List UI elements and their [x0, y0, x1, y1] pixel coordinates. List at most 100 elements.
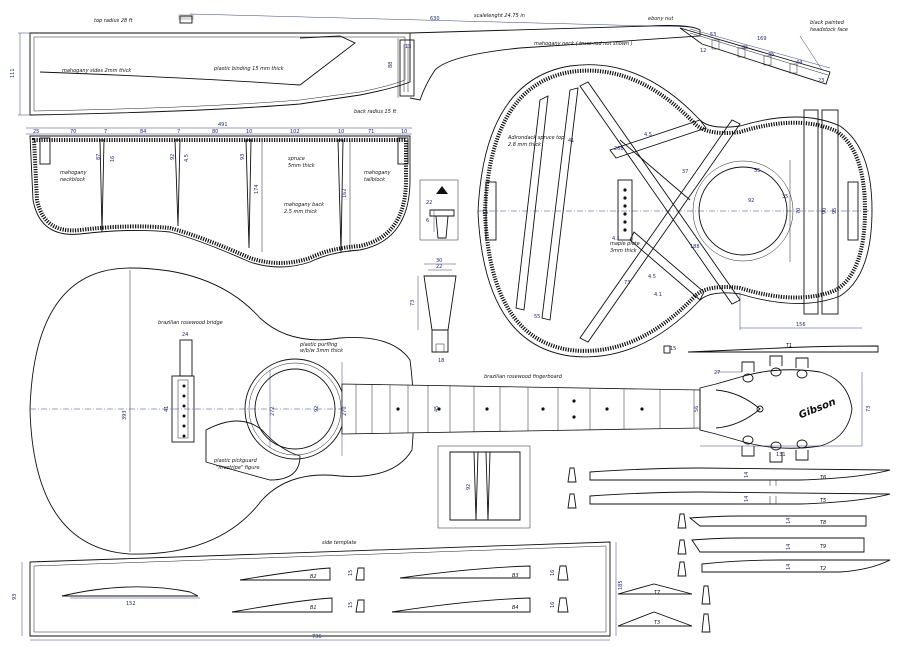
- front-dim-27: 27: [714, 370, 720, 376]
- top-dim-92: 92: [748, 198, 754, 204]
- head-dim-1: 53: [710, 32, 716, 38]
- top-dim-41: 41: [568, 138, 574, 144]
- brace-dim-5: 93: [240, 154, 246, 160]
- top-dim-90: 90: [822, 208, 828, 214]
- top-dim-55b: 55: [534, 314, 540, 320]
- tailblock-label-1: mahogany: [364, 170, 392, 176]
- top-dim-45b: 4.5: [648, 274, 656, 280]
- top-label-2: 2.8 mm thick: [508, 142, 542, 148]
- top-dim-15: 15: [670, 346, 676, 352]
- T9-label: T9: [820, 544, 826, 550]
- nut-block: [179, 15, 193, 24]
- pickguard-label-2: "firestripe" figure: [216, 465, 260, 471]
- purfling-label-2: w/b/w 3mm thick: [300, 348, 344, 354]
- front-dim-24: 24: [182, 332, 188, 338]
- back-dim-total: 491: [218, 122, 228, 128]
- front-dim-73: 73: [866, 406, 872, 412]
- T2-dim: 14: [786, 564, 792, 570]
- neck-heel-dim: 92: [466, 484, 472, 490]
- front-view: Gibson brazilian rosewood bridge plastic…: [29, 267, 872, 555]
- T5-label: T5: [820, 498, 826, 504]
- top-dim-266: 266: [614, 146, 624, 152]
- brace-T1: T1: [687, 343, 879, 353]
- head-dim-4: 35: [768, 52, 774, 58]
- brace-end-detail: 30 22 18 73: [410, 258, 457, 364]
- back-dim-1: 25: [33, 129, 39, 135]
- back-dim-6: 80: [212, 129, 218, 135]
- T6-dim: 14: [744, 472, 750, 478]
- T7-label: T7: [654, 590, 661, 596]
- T3-label: T3: [654, 620, 660, 626]
- back-braces: B2 B1 B3 B4 15 15 16 16: [231, 565, 569, 613]
- B1-dim: 15: [348, 602, 354, 608]
- side-profile-view: top radius 28 ft 630 scalelenght 24.75 i…: [10, 13, 848, 116]
- tpl-dim-152: 152: [126, 601, 136, 607]
- top-dim-41c: 4.1: [654, 292, 662, 298]
- neck-label: mahogany neck ( truss-rod not shown ): [534, 41, 633, 47]
- back-dim-4: 84: [140, 129, 146, 135]
- back-dim-9: 10: [338, 129, 344, 135]
- brace-dim-3: 92: [170, 154, 176, 160]
- B3-dim: 16: [550, 570, 556, 576]
- bridge-dim-6: 6: [426, 218, 429, 224]
- binding-label: plastic binding 15 mm thick: [213, 66, 285, 72]
- T2-label: T2: [820, 566, 826, 572]
- top-label-1: Adirondack spruce top: [507, 135, 564, 141]
- head-dim-3: 35: [742, 45, 748, 51]
- headstock-face-label-1: black painted: [810, 20, 845, 26]
- fingerboard-label: brazilian rosewood fingerboard: [484, 374, 563, 380]
- back-radius-label: back radius 15 ft: [354, 109, 397, 115]
- top-dim-37: 37: [682, 169, 688, 175]
- scale-length-label: scalelenght 24.75 in: [474, 13, 525, 19]
- top-dim-45a: 4.5: [644, 132, 652, 138]
- B2-dim: 15: [348, 570, 354, 576]
- head-dim-2: 169: [757, 36, 767, 42]
- B2-label: B2: [310, 574, 317, 580]
- spruce-label-2: 5mm thick: [288, 163, 316, 169]
- ebony-nut-label: ebony nut: [648, 16, 674, 22]
- headstock-face-label-2: headstock face: [810, 27, 848, 33]
- head-dim-5: 44: [796, 60, 802, 66]
- T1-label: T1: [786, 343, 792, 349]
- tailblock-label-2: tailblock: [364, 177, 386, 183]
- brace-dim-2: 16: [110, 156, 116, 162]
- headstock-logo: Gibson: [797, 397, 837, 422]
- bridge-label: brazilian rosewood bridge: [158, 320, 223, 326]
- brace-dim-4: 4.5: [184, 154, 190, 162]
- T8-label: T8: [820, 520, 826, 526]
- neckblock-label-2: neckblock: [60, 177, 86, 183]
- brace-dim-1: 87: [96, 154, 102, 160]
- top-dim-73: 73: [624, 280, 630, 286]
- bd-73: 73: [410, 300, 416, 306]
- top-dim-156: 156: [796, 322, 806, 328]
- dim-111: 111: [10, 68, 16, 78]
- side-template: side template 93 152 185 736: [12, 540, 624, 641]
- brace-dim-7: 162: [342, 188, 348, 198]
- tpl-dim-93: 93: [12, 594, 18, 600]
- T6-label: T6: [820, 475, 826, 481]
- back-dim-2: 70: [70, 129, 76, 135]
- B1-label: B1: [310, 605, 317, 611]
- T8-dim: 14: [786, 518, 792, 524]
- head-dim-7: 23: [818, 78, 824, 84]
- neckblock-label-1: mahogany: [60, 170, 88, 176]
- pickguard-label-1: plastic pickguard: [213, 458, 258, 464]
- tpl-dim-736: 736: [312, 634, 322, 640]
- back-label-2: 2.5 mm thick: [284, 209, 318, 215]
- bd-18: 18: [438, 358, 444, 364]
- bridge-dim-22: 22: [426, 200, 432, 206]
- side-template-label: side template: [322, 540, 356, 546]
- dim-630: 630: [430, 16, 440, 22]
- top-dim-35: 35: [782, 194, 788, 200]
- top-dim-70: 70: [796, 208, 802, 214]
- back-dim-10: 71: [368, 129, 374, 135]
- maple-label-1: maple plate: [610, 241, 640, 247]
- sides-label: mahogany sides 2mm thick: [62, 68, 132, 74]
- front-dim-270: 270: [342, 406, 348, 416]
- small-braces: T7 T3: [617, 583, 711, 633]
- dim-13: 13: [405, 44, 411, 50]
- spruce-label-1: spruce: [288, 156, 305, 162]
- T5-dim: 14: [744, 496, 750, 502]
- top-dim-95: 95: [832, 208, 838, 214]
